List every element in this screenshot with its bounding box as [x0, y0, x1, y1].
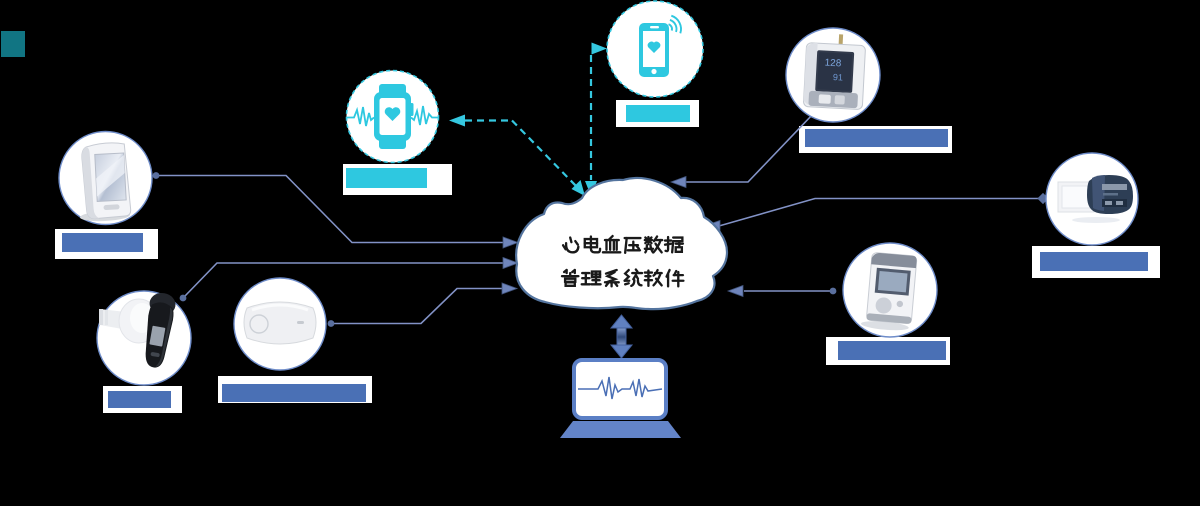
- svg-text:91: 91: [833, 72, 844, 83]
- svg-text:128: 128: [824, 58, 842, 70]
